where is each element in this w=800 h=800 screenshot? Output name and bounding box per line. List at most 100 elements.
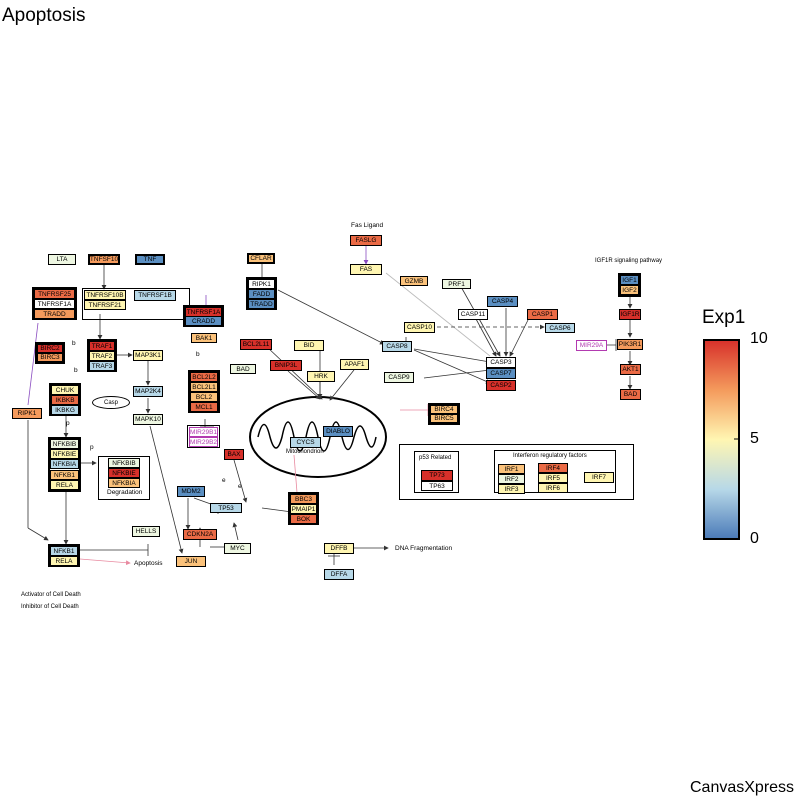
node-irf4[interactable]: IRF4 xyxy=(538,463,568,473)
node-ripk1-top[interactable]: RIPK1 xyxy=(248,279,275,289)
node-dffa[interactable]: DFFA xyxy=(324,569,354,580)
node-traf1[interactable]: TRAF1 xyxy=(89,341,115,351)
node-prf1[interactable]: PRF1 xyxy=(442,279,471,289)
node-pmaip1[interactable]: PMAIP1 xyxy=(290,504,317,514)
node-rela-bottom[interactable]: RELA xyxy=(50,556,78,566)
node-nfkbie-deg[interactable]: NFKBIE xyxy=(108,468,140,478)
node-tradd-left[interactable]: TRADD xyxy=(34,309,75,319)
node-bax[interactable]: BAX xyxy=(224,449,244,460)
node-fas[interactable]: FAS xyxy=(350,264,382,275)
node-tnfrsf25[interactable]: TNFRSF25 xyxy=(34,289,75,299)
node-bnip3l[interactable]: BNIP3L xyxy=(270,360,302,371)
node-bcl2l2[interactable]: BCL2L2 xyxy=(190,372,218,382)
node-fadd[interactable]: FADD xyxy=(248,289,275,299)
node-cflar[interactable]: CFLAR xyxy=(247,253,275,264)
node-bad-right[interactable]: BAD xyxy=(620,389,641,400)
node-igf1[interactable]: IGF1 xyxy=(620,275,639,285)
node-bcl2[interactable]: BCL2 xyxy=(190,392,218,402)
node-bcl2l1[interactable]: BCL2L1 xyxy=(190,382,218,392)
node-irf6[interactable]: IRF6 xyxy=(538,483,568,493)
node-tnfrsf1b[interactable]: TNFRSF1B xyxy=(134,290,176,301)
node-birc2[interactable]: BIRC2 xyxy=(37,344,63,353)
node-birc4[interactable]: BIRC4 xyxy=(430,405,458,414)
node-bcl2l11[interactable]: BCL2L11 xyxy=(240,339,272,350)
group-chuk xyxy=(49,383,81,416)
node-casp2[interactable]: CASP2 xyxy=(486,380,516,391)
node-irf3[interactable]: IRF3 xyxy=(498,484,525,494)
node-tp53[interactable]: TP53 xyxy=(210,503,242,513)
node-traf2[interactable]: TRAF2 xyxy=(89,351,115,361)
node-bbc3[interactable]: BBC3 xyxy=(290,494,317,504)
node-mir29b2[interactable]: MIR29B2 xyxy=(189,437,218,447)
node-bid[interactable]: BID xyxy=(294,340,324,351)
node-jun[interactable]: JUN xyxy=(176,556,206,567)
node-casp11[interactable]: CASP11 xyxy=(458,309,488,320)
node-map2k4[interactable]: MAP2K4 xyxy=(133,386,163,397)
node-tnfrsf21[interactable]: TNFRSF21 xyxy=(84,300,126,310)
node-casp8[interactable]: CASP8 xyxy=(382,341,412,352)
node-mir29b1[interactable]: MIR29B1 xyxy=(189,427,218,437)
node-nfkbia-deg[interactable]: NFKBIA xyxy=(108,478,140,488)
node-nfkbib[interactable]: NFKBIB xyxy=(50,439,79,449)
group-bcl2 xyxy=(188,370,220,413)
node-ripk1-left[interactable]: RIPK1 xyxy=(12,408,42,419)
node-faslg[interactable]: FASLG xyxy=(350,235,382,246)
node-rela-top[interactable]: RELA xyxy=(50,480,79,490)
node-irf5[interactable]: IRF5 xyxy=(538,473,568,483)
node-casp1[interactable]: CASP1 xyxy=(527,309,558,320)
node-hrk[interactable]: HRK xyxy=(307,371,335,382)
node-cycs[interactable]: CYCS xyxy=(290,437,321,448)
node-pik3r1[interactable]: PIK3R1 xyxy=(617,339,643,350)
node-apaf1[interactable]: APAF1 xyxy=(340,359,369,370)
node-nfkbie[interactable]: NFKBIE xyxy=(50,449,79,459)
node-irf1[interactable]: IRF1 xyxy=(498,464,525,474)
node-myc[interactable]: MYC xyxy=(224,543,251,554)
node-dffb[interactable]: DFFB xyxy=(324,543,354,554)
node-mcl1[interactable]: MCL1 xyxy=(190,402,218,412)
node-birc5[interactable]: BIRC5 xyxy=(430,414,458,423)
node-lta[interactable]: LTA xyxy=(48,254,76,265)
node-nfkbib-deg[interactable]: NFKBIB xyxy=(108,458,140,468)
node-casp3[interactable]: CASP3 xyxy=(486,357,516,368)
node-tnfrsf10b[interactable]: TNFRSF10B xyxy=(84,290,126,300)
casp-oval: Casp xyxy=(92,396,130,409)
node-casp6[interactable]: CASP6 xyxy=(545,323,575,333)
node-ikbkg[interactable]: IKBKG xyxy=(51,405,79,415)
node-nfkbia[interactable]: NFKBIA xyxy=(50,459,79,469)
node-tnfrsf1a-left[interactable]: TNFRSF1A xyxy=(34,299,75,309)
node-mdm2[interactable]: MDM2 xyxy=(177,486,205,497)
node-mapk10[interactable]: MAPK10 xyxy=(133,414,163,425)
node-tnfsf10[interactable]: TNFSF10 xyxy=(88,254,120,265)
node-casp10[interactable]: CASP10 xyxy=(404,322,435,333)
node-bad-center[interactable]: BAD xyxy=(230,364,256,374)
node-igf2[interactable]: IGF2 xyxy=(620,285,639,295)
node-igf1r[interactable]: IGF1R xyxy=(619,309,641,320)
node-casp9[interactable]: CASP9 xyxy=(384,372,414,383)
node-tnf[interactable]: TNF xyxy=(135,254,165,265)
node-tradd-right[interactable]: TRADD xyxy=(248,299,275,309)
node-hells[interactable]: HELLS xyxy=(132,526,160,537)
node-tp73[interactable]: TP73 xyxy=(421,470,453,481)
node-mir29a[interactable]: MIR29A xyxy=(576,340,607,351)
node-bok[interactable]: BOK xyxy=(290,514,317,524)
node-tp63[interactable]: TP63 xyxy=(421,481,453,491)
node-chuk[interactable]: CHUK xyxy=(51,385,79,395)
node-irf2[interactable]: IRF2 xyxy=(498,474,525,484)
node-irf7[interactable]: IRF7 xyxy=(584,472,614,483)
node-bak1[interactable]: BAK1 xyxy=(191,333,217,343)
node-gzmb[interactable]: GZMB xyxy=(400,276,428,286)
node-birc3[interactable]: BIRC3 xyxy=(37,353,63,362)
label-p53-related: p53 Related xyxy=(419,455,452,461)
node-ikbkb[interactable]: IKBKB xyxy=(51,395,79,405)
node-akt1[interactable]: AKT1 xyxy=(620,364,641,375)
node-map3k1[interactable]: MAP3K1 xyxy=(133,350,163,361)
node-traf3[interactable]: TRAF3 xyxy=(89,361,115,371)
node-casp4[interactable]: CASP4 xyxy=(487,296,518,307)
node-cdkn2a[interactable]: CDKN2A xyxy=(183,529,217,540)
node-casp7[interactable]: CASP7 xyxy=(486,368,516,379)
node-diablo[interactable]: DIABLO xyxy=(323,426,353,437)
node-nfkb1-bottom[interactable]: NFKB1 xyxy=(50,546,78,556)
node-nfkb1-top[interactable]: NFKB1 xyxy=(50,470,79,480)
node-cradd[interactable]: CRADD xyxy=(185,316,222,326)
legend-max: 10 xyxy=(750,330,768,347)
